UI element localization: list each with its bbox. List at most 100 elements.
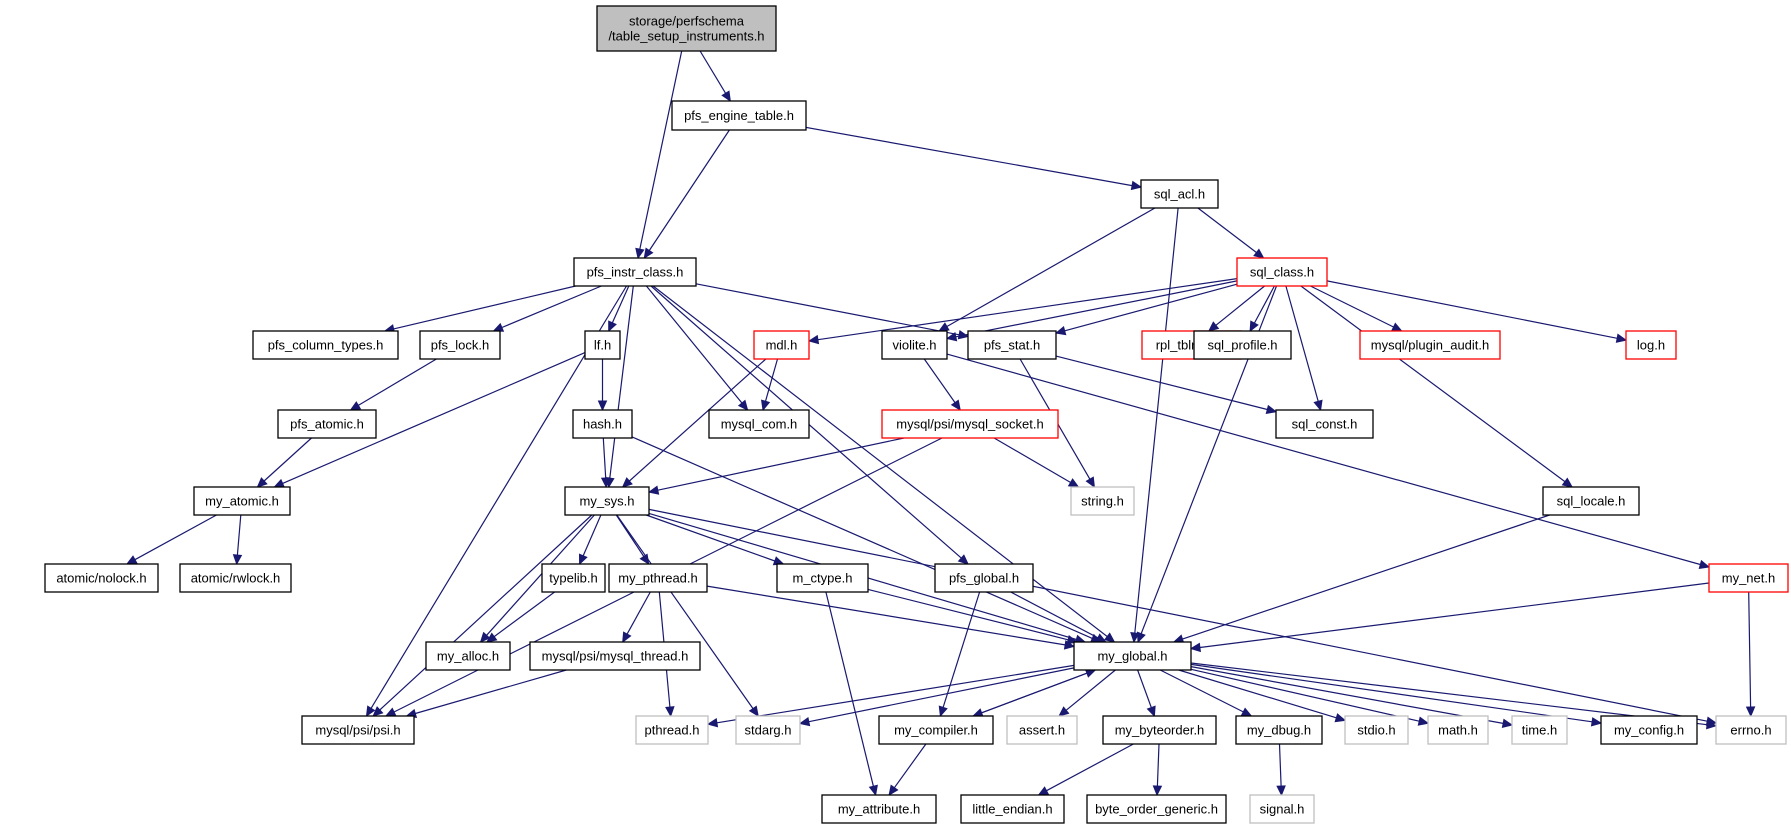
- edge-arrowhead: [737, 399, 749, 411]
- node-pfs-column-types[interactable]: pfs_column_types.h: [252, 330, 399, 360]
- node-my-byteorder[interactable]: my_byteorder.h: [1102, 715, 1217, 745]
- node-label: violite.h: [892, 338, 936, 353]
- edge-arrowhead: [643, 247, 654, 260]
- node-box: [1600, 715, 1698, 745]
- node-pfs-lock[interactable]: pfs_lock.h: [419, 330, 501, 360]
- edge-line: [282, 352, 586, 484]
- node-pfs-stat[interactable]: pfs_stat.h: [967, 330, 1057, 360]
- node-mysql-thread[interactable]: mysql/psi/mysql_thread.h: [529, 641, 701, 671]
- edge-arrowhead: [1698, 559, 1711, 570]
- node-my-pthread[interactable]: my_pthread.h: [608, 563, 708, 593]
- edge-arrowhead: [256, 477, 268, 488]
- edge-pfs-lock-to-pfs-atomic: [349, 358, 437, 411]
- node-label: my_pthread.h: [618, 571, 698, 586]
- node-stdio[interactable]: stdio.h: [1344, 715, 1409, 745]
- node-time[interactable]: time.h: [1511, 715, 1568, 745]
- node-box: [425, 641, 511, 671]
- node-pfs-global[interactable]: pfs_global.h: [934, 563, 1034, 593]
- node-label: sql_acl.h: [1154, 187, 1205, 202]
- node-my-alloc[interactable]: my_alloc.h: [425, 641, 511, 671]
- node-sql-locale[interactable]: sql_locale.h: [1542, 486, 1640, 516]
- node-lf[interactable]: lf.h: [584, 330, 621, 360]
- node-log[interactable]: log.h: [1625, 330, 1677, 360]
- node-my-attribute[interactable]: my_attribute.h: [821, 794, 937, 824]
- node-math[interactable]: math.h: [1427, 715, 1489, 745]
- node-assert[interactable]: assert.h: [1006, 715, 1078, 745]
- node-label: m_ctype.h: [793, 571, 853, 586]
- node-label: pfs_instr_class.h: [587, 265, 684, 280]
- node-label: pfs_column_types.h: [268, 338, 384, 353]
- node-label: my_byteorder.h: [1115, 723, 1205, 738]
- edge-my-sys-to-errno: [648, 508, 1718, 726]
- node-box: [541, 563, 606, 593]
- node-box: [967, 330, 1057, 360]
- node-string[interactable]: string.h: [1070, 486, 1135, 516]
- node-errno[interactable]: errno.h: [1715, 715, 1787, 745]
- edge-line: [923, 358, 956, 403]
- node-label: stdio.h: [1357, 723, 1395, 738]
- node-label: stdarg.h: [745, 723, 792, 738]
- node-psi[interactable]: mysql/psi/psi.h: [301, 715, 415, 745]
- node-mdl[interactable]: mdl.h: [753, 330, 810, 360]
- node-box: [596, 5, 777, 52]
- edge-line: [357, 358, 437, 406]
- node-atomic-rwlock[interactable]: atomic/rwlock.h: [179, 563, 292, 593]
- edge-sql-acl-to-my-global: [1130, 207, 1179, 644]
- node-label: sql_class.h: [1250, 265, 1314, 280]
- node-pfs-engine-table[interactable]: pfs_engine_table.h: [671, 100, 807, 131]
- node-pfs-instr-class[interactable]: pfs_instr_class.h: [573, 257, 697, 287]
- edge-root-to-pfs-instr-class: [635, 50, 683, 260]
- edge-my-byteorder-to-byte-order-generic: [1152, 743, 1163, 797]
- edge-arrowhead: [888, 784, 899, 797]
- node-atomic-nolock[interactable]: atomic/nolock.h: [44, 563, 159, 593]
- edge-my-global-to-my-dbug: [1159, 669, 1253, 717]
- edge-arrowhead: [1103, 632, 1116, 643]
- node-m-ctype[interactable]: m_ctype.h: [776, 563, 869, 593]
- node-sql-const[interactable]: sql_const.h: [1275, 409, 1374, 439]
- node-pfs-atomic[interactable]: pfs_atomic.h: [277, 409, 377, 439]
- edge-line: [893, 743, 927, 789]
- node-my-net[interactable]: my_net.h: [1708, 563, 1789, 593]
- edge-line: [379, 514, 593, 711]
- node-my-dbug[interactable]: my_dbug.h: [1235, 715, 1323, 745]
- node-my-global[interactable]: my_global.h: [1073, 641, 1192, 671]
- node-little-endian[interactable]: little_endian.h: [960, 794, 1065, 824]
- edge-arrowhead: [1207, 321, 1220, 332]
- node-label: storage/perfschema: [629, 14, 745, 29]
- node-pthread[interactable]: pthread.h: [635, 715, 709, 745]
- node-plugin-audit[interactable]: mysql/plugin_audit.h: [1359, 330, 1501, 360]
- node-sql-profile[interactable]: sql_profile.h: [1193, 330, 1292, 360]
- edge-line: [955, 280, 1238, 338]
- node-root[interactable]: storage/perfschema/table_setup_instrumen…: [596, 5, 777, 52]
- edge-arrowhead: [349, 401, 362, 411]
- edge-arrowhead: [365, 705, 376, 718]
- edge-line: [808, 667, 1075, 723]
- node-byte-order-generic[interactable]: byte_order_generic.h: [1086, 794, 1227, 824]
- edge-my-byteorder-to-little-endian: [1037, 743, 1134, 796]
- node-hash[interactable]: hash.h: [572, 409, 633, 439]
- node-label: pfs_global.h: [949, 571, 1019, 586]
- node-label: my_atomic.h: [205, 494, 279, 509]
- edge-arrowhead: [647, 485, 660, 495]
- node-box: [179, 563, 292, 593]
- node-my-atomic[interactable]: my_atomic.h: [193, 486, 291, 516]
- node-label: lf.h: [594, 338, 611, 353]
- edge-arrowhead: [1152, 785, 1163, 797]
- node-my-sys[interactable]: my_sys.h: [564, 486, 650, 516]
- node-my-compiler[interactable]: my_compiler.h: [878, 715, 994, 745]
- node-sql-class[interactable]: sql_class.h: [1236, 257, 1328, 287]
- node-signal[interactable]: signal.h: [1249, 794, 1315, 824]
- node-label: pfs_stat.h: [984, 338, 1040, 353]
- node-sql-acl[interactable]: sql_acl.h: [1140, 179, 1219, 209]
- node-box: [960, 794, 1065, 824]
- node-my-config[interactable]: my_config.h: [1600, 715, 1698, 745]
- node-mysql-socket[interactable]: mysql/psi/mysql_socket.h: [881, 409, 1059, 439]
- node-box: [301, 715, 415, 745]
- node-mysql-com[interactable]: mysql_com.h: [708, 409, 810, 439]
- node-label: pthread.h: [645, 723, 700, 738]
- node-stdarg[interactable]: stdarg.h: [735, 715, 801, 745]
- node-typelib[interactable]: typelib.h: [541, 563, 606, 593]
- edge-line: [1159, 669, 1244, 713]
- node-violite[interactable]: violite.h: [881, 330, 948, 360]
- edge-line: [764, 358, 779, 402]
